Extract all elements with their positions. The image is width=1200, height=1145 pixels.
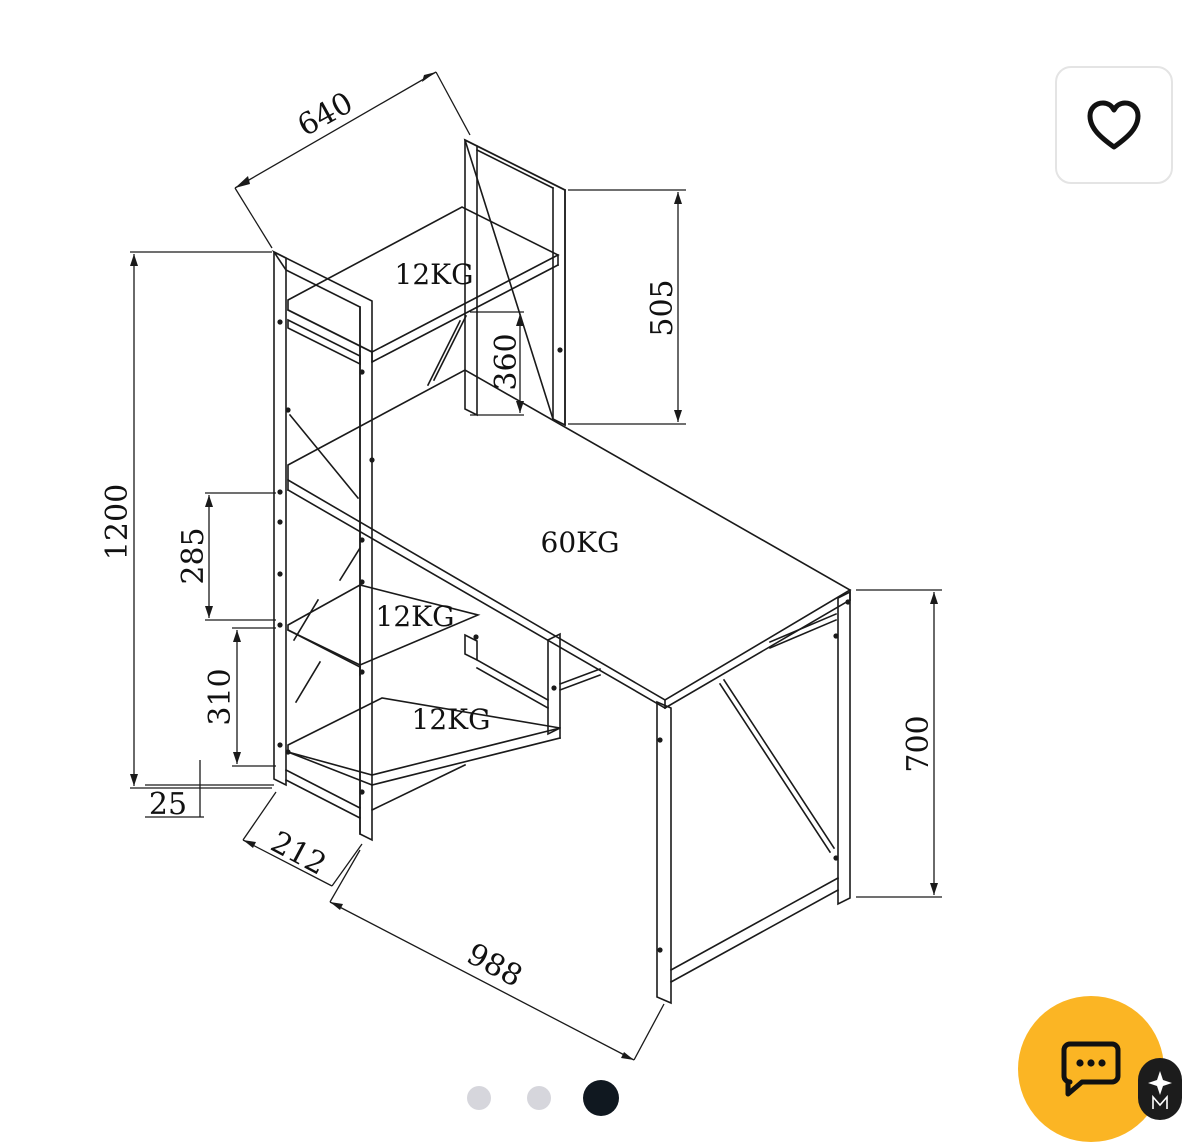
- brand-logo-icon: [1148, 1071, 1172, 1109]
- carousel-dot-1[interactable]: [467, 1086, 491, 1110]
- carousel-pagination: [465, 1078, 625, 1118]
- dim-shelf-gap-upper-label: 285: [176, 527, 211, 584]
- load-top-shelf-label: 12KG: [395, 258, 474, 291]
- top-shelf: [287, 206, 560, 353]
- brand-badge[interactable]: [1138, 1058, 1182, 1120]
- chat-bubble-icon: [1061, 1041, 1121, 1097]
- dim-upper-gap-label: 360: [489, 333, 524, 390]
- load-desk-top-label: 60KG: [541, 526, 620, 559]
- carousel-dot-2[interactable]: [527, 1086, 551, 1110]
- dim-desk-length-label: 988: [461, 937, 528, 995]
- dim-foot-height-label: 25: [149, 787, 187, 822]
- favorite-button[interactable]: [1055, 66, 1173, 184]
- load-middle-shelf-label: 12KG: [376, 600, 455, 633]
- heart-outline-icon: [1087, 100, 1141, 150]
- dim-total-height-label: 1200: [100, 484, 135, 560]
- dim-top-shelf-height-label: 505: [645, 279, 680, 336]
- dim-shelf-width-label: 212: [265, 825, 332, 883]
- carousel-dot-3[interactable]: [583, 1080, 619, 1116]
- desk-top: [287, 369, 852, 701]
- dim-desk-height-label: 700: [901, 715, 936, 772]
- load-bottom-shelf-label: 12KG: [412, 703, 491, 736]
- dim-shelf-gap-lower-label: 310: [203, 668, 238, 725]
